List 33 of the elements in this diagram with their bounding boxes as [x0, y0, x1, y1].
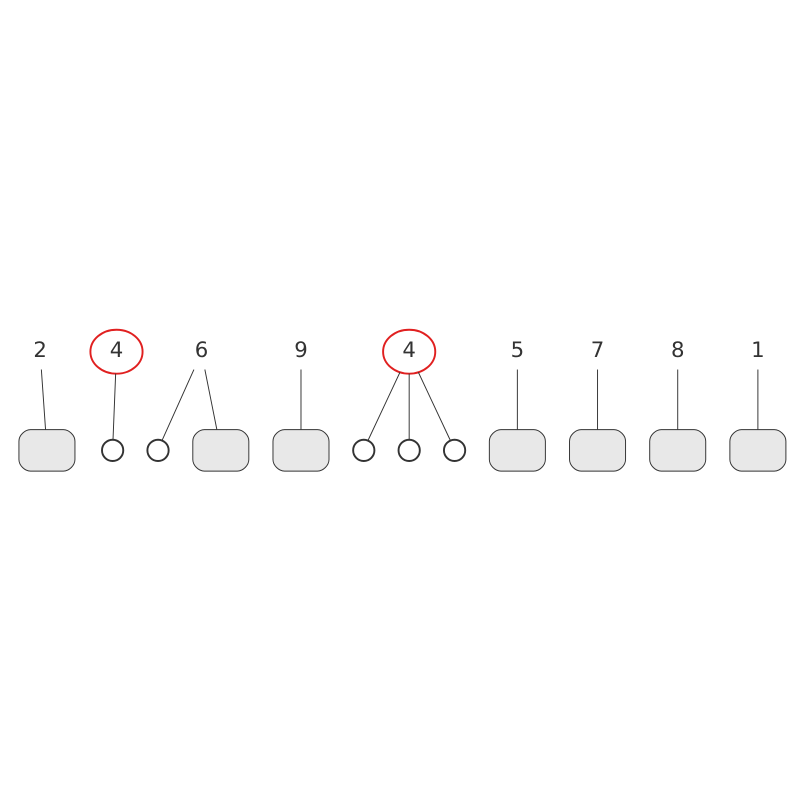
node-box [18, 428, 76, 472]
node-text: 9 [294, 338, 308, 363]
node-box [488, 428, 546, 472]
connector [677, 368, 678, 430]
connector [516, 368, 518, 430]
node-ellipse: 4 [382, 328, 436, 374]
connector [112, 372, 116, 440]
node-circle [146, 438, 170, 462]
connector [408, 372, 410, 440]
node-circle [352, 438, 376, 462]
node-text: 6 [194, 338, 208, 363]
node-box [649, 428, 706, 472]
node-circle [398, 438, 421, 462]
connector [300, 368, 302, 430]
node-circle [442, 438, 466, 462]
connector [597, 368, 598, 430]
connector [162, 368, 194, 440]
node-text: 8 [670, 338, 684, 363]
connector [204, 368, 218, 430]
node-box [272, 428, 330, 472]
node-text: 1 [751, 338, 765, 363]
node-text: 7 [590, 338, 604, 363]
connector [40, 368, 46, 430]
connector [418, 371, 451, 440]
node-box [569, 428, 626, 472]
node-text: 5 [510, 338, 524, 363]
node-text: 2 [33, 338, 47, 363]
node-box [192, 428, 250, 472]
connector [368, 371, 400, 440]
node-circle [101, 438, 124, 462]
connector [757, 368, 758, 430]
node-ellipse: 4 [89, 328, 144, 374]
node-box [729, 428, 786, 472]
